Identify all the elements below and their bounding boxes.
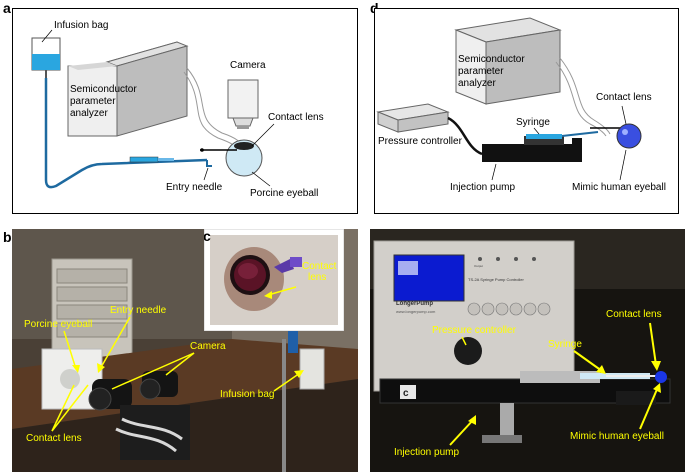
- label-contact-lens: Contact lens: [606, 309, 662, 320]
- device-caption: TS-2A Syringe Pump Controller: [468, 277, 524, 282]
- label-infusion-bag: Infusion bag: [220, 389, 275, 400]
- analyzer-label-3: analyzer: [458, 78, 496, 89]
- panel-letter-c: c: [204, 229, 211, 244]
- brand-label: LongerPump: [396, 301, 433, 307]
- mimic-eyeball-icon: [616, 123, 642, 149]
- label-entry-needle: Entry needle: [166, 182, 223, 193]
- analyzer-label-3: analyzer: [70, 108, 108, 119]
- porcine-eyeball-icon: [225, 139, 263, 177]
- label-camera: Camera: [230, 60, 266, 71]
- label-pressure-controller: Pressure controller: [378, 136, 463, 147]
- web-label: www.longerpump.com: [396, 309, 436, 314]
- label-mimic-eyeball: Mimic human eyeball: [570, 431, 664, 442]
- label-contact-lens-2: lens: [308, 272, 326, 283]
- analyzer-box: [67, 41, 189, 137]
- label-contact-lens-1: Contact: [302, 261, 337, 272]
- svg-text:c: c: [403, 388, 409, 399]
- label-camera: Camera: [190, 341, 226, 352]
- analyzer-label-2: parameter: [458, 66, 504, 77]
- pressure-controller-box: [376, 103, 450, 133]
- label-injection-pump: Injection pump: [450, 182, 515, 193]
- label-pressure-controller: Pressure controller: [432, 325, 517, 336]
- panel-letter-b: b: [3, 229, 12, 245]
- label-mimic-eyeball: Mimic human eyeball: [572, 182, 666, 193]
- label-porcine-eyeball: Porcine eyeball: [250, 188, 318, 199]
- output-label: Output: [474, 264, 483, 268]
- syringe-icon: [526, 134, 562, 139]
- label-contact-lens: Contact lens: [268, 112, 324, 123]
- label-injection-pump: Injection pump: [394, 447, 459, 458]
- label-contact-lens: Contact lens: [26, 433, 82, 444]
- analyzer-box: [454, 17, 562, 105]
- label-syringe: Syringe: [548, 339, 582, 350]
- analyzer-label-2: parameter: [70, 96, 116, 107]
- panel-d-diagram: Semiconductor parameter analyzer Pressur…: [374, 8, 679, 214]
- injection-pump-box: [482, 134, 582, 162]
- label-syringe: Syringe: [516, 117, 550, 128]
- analyzer-label-1: Semiconductor: [458, 54, 525, 65]
- panel-letter-a: a: [3, 0, 11, 16]
- camera-icon: [227, 79, 259, 129]
- label-infusion-bag: Infusion bag: [54, 20, 109, 31]
- label-contact-lens: Contact lens: [596, 92, 652, 103]
- label-entry-needle: Entry needle: [110, 305, 167, 316]
- panel-c-photo: Contact lens c: [204, 229, 344, 331]
- infusion-bag-icon: [31, 37, 61, 78]
- syringe-icon: [129, 156, 159, 163]
- panel-e-photo: LongerPump TS-2A Syringe Pump Controller…: [370, 229, 685, 472]
- label-porcine-eyeball: Porcine eyeball: [24, 319, 92, 330]
- analyzer-label-1: Semiconductor: [70, 84, 137, 95]
- panel-a-diagram: Infusion bag Semiconductor parameter ana…: [12, 8, 358, 214]
- entry-needle-icon: [206, 160, 212, 167]
